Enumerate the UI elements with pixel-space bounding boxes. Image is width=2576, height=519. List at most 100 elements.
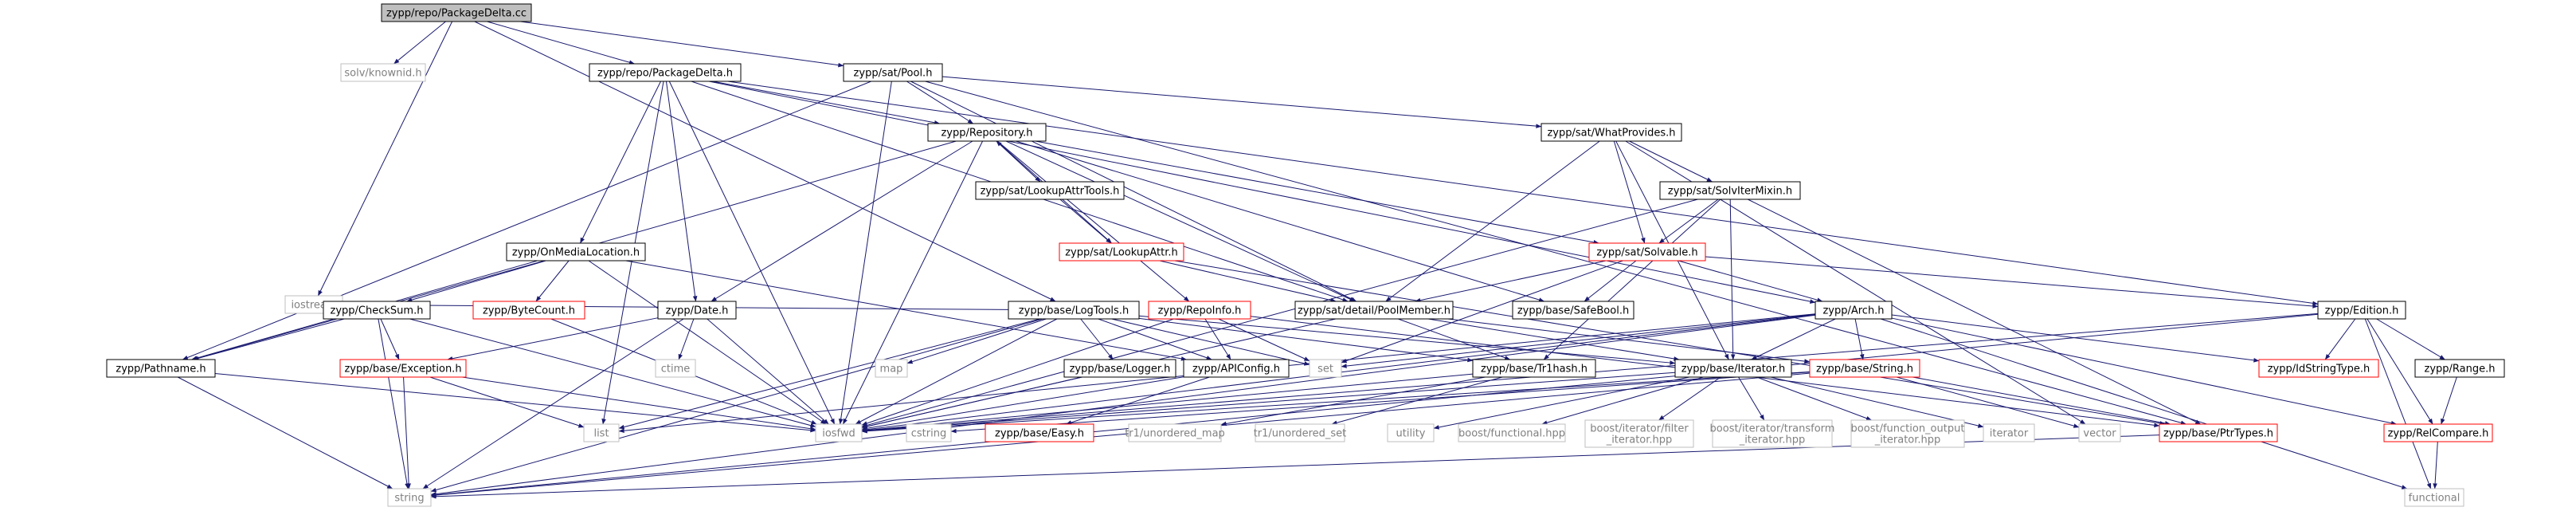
node-label: zypp/RelCompare.h <box>2388 428 2489 440</box>
node-set: set <box>1309 359 1342 378</box>
node-logtools[interactable]: zypp/base/LogTools.h <box>1008 301 1140 320</box>
node-la[interactable]: zypp/sat/LookupAttr.h <box>1059 242 1184 261</box>
node-box <box>1541 123 1682 142</box>
node-poolmember[interactable]: zypp/sat/detail/PoolMember.h <box>1294 301 1454 320</box>
node-label: string <box>394 493 424 505</box>
edge-oml-apiconfig <box>625 260 1187 361</box>
node-safebool[interactable]: zypp/base/SafeBool.h <box>1512 301 1634 320</box>
node-repository[interactable]: zypp/Repository.h <box>927 123 1047 142</box>
edge-apiconfig-easy <box>1066 376 1210 425</box>
edge-lat-la <box>1059 199 1112 244</box>
node-label: zypp/sat/Pool.h <box>854 68 933 80</box>
node-relcompare[interactable]: zypp/RelCompare.h <box>2383 423 2493 442</box>
node-list: list <box>583 423 620 442</box>
edge-solvmixin-iterator <box>1729 199 1736 360</box>
node-box <box>2404 488 2464 507</box>
node-box <box>1584 419 1694 448</box>
node-btransform: boost/iterator/transform_iterator.hpp <box>1710 419 1834 448</box>
node-label: zypp/repo/PackageDelta.h <box>597 68 733 80</box>
node-string_h[interactable]: zypp/base/String.h <box>1809 359 1920 378</box>
node-label-line: boost/function_output <box>1851 423 1965 435</box>
node-box <box>340 63 426 82</box>
node-whatprov[interactable]: zypp/sat/WhatProvides.h <box>1541 123 1682 142</box>
node-tr1hash[interactable]: zypp/base/Tr1hash.h <box>1472 359 1596 378</box>
edge-repoPD-date <box>665 81 698 302</box>
node-solvmixin[interactable]: zypp/sat/SolvIterMixin.h <box>1659 181 1801 200</box>
node-label: map <box>880 364 903 375</box>
edge-iterator-iterator_std <box>1770 376 1984 428</box>
node-box <box>106 359 216 378</box>
node-label: zypp/base/Easy.h <box>995 428 1084 440</box>
edge-repoPD-iosfwd <box>668 81 836 425</box>
edge-repository-solvable <box>1035 140 1599 245</box>
edge-string_h-ptrtypes <box>1912 376 2171 426</box>
edge-apiconfig-iosfwd <box>861 376 1184 431</box>
node-oml[interactable]: zypp/OnMediaLocation.h <box>506 242 646 261</box>
node-umap: tr1/unordered_map <box>1125 423 1225 442</box>
edge-iterator-iosfwd <box>861 372 1676 434</box>
node-repoinfo[interactable]: zypp/RepoInfo.h <box>1148 301 1251 320</box>
edge-repoPD-edition <box>727 81 2319 306</box>
node-box <box>1059 242 1184 261</box>
node-label: zypp/sat/detail/PoolMember.h <box>1298 305 1450 317</box>
edge-arch-set <box>1341 313 1816 368</box>
node-label: zypp/APIConfig.h <box>1192 364 1280 375</box>
node-box <box>589 63 742 82</box>
edge-solvmixin-ptrtypes <box>1747 199 2202 425</box>
edge-repoPD-repository <box>712 81 941 125</box>
node-root[interactable]: zypp/repo/PackageDelta.cc <box>381 3 532 22</box>
node-ctime: ctime <box>655 359 696 378</box>
node-box <box>2159 423 2278 442</box>
edge-root-pool <box>520 21 844 68</box>
node-box <box>583 423 620 442</box>
node-label: zypp/Edition.h <box>2325 305 2399 317</box>
node-box <box>472 301 585 320</box>
node-box <box>1512 301 1634 320</box>
node-label: zypp/IdStringType.h <box>2268 364 2370 375</box>
node-label: solv/knownid.h <box>344 68 421 80</box>
node-repoPD[interactable]: zypp/repo/PackageDelta.h <box>589 63 742 82</box>
node-label: zypp/base/PtrTypes.h <box>2163 428 2273 440</box>
edge-edition-idstring <box>2324 318 2356 360</box>
node-label: zypp/sat/SolvIterMixin.h <box>1668 186 1792 198</box>
edge-repository-safebool <box>1016 140 1545 302</box>
node-lat[interactable]: zypp/sat/LookupAttrTools.h <box>975 181 1125 200</box>
edge-root-logtools <box>474 21 1056 302</box>
node-bytecount[interactable]: zypp/ByteCount.h <box>472 301 585 320</box>
edge-repository-poolmember <box>1005 140 1356 302</box>
node-pathname[interactable]: zypp/Pathname.h <box>106 359 216 378</box>
edge-repoinfo-apiconfig <box>1204 318 1231 360</box>
node-string: string <box>387 488 432 507</box>
node-idstring[interactable]: zypp/IdStringType.h <box>2258 359 2379 378</box>
node-box <box>2258 359 2379 378</box>
node-checksum[interactable]: zypp/CheckSum.h <box>323 301 431 320</box>
node-box <box>1294 301 1454 320</box>
node-ptrtypes[interactable]: zypp/base/PtrTypes.h <box>2159 423 2278 442</box>
edge-iterator-btransform <box>1738 376 1765 421</box>
node-label: tr1/unordered_map <box>1125 428 1225 440</box>
node-date[interactable]: zypp/Date.h <box>657 301 737 320</box>
node-label: zypp/Arch.h <box>1822 305 1884 317</box>
node-box <box>1458 423 1566 442</box>
node-box <box>985 423 1094 442</box>
node-box <box>815 423 863 442</box>
node-cstring: cstring <box>906 423 952 442</box>
node-apiconfig[interactable]: zypp/APIConfig.h <box>1183 359 1290 378</box>
node-label: utility <box>1396 428 1426 440</box>
node-logger[interactable]: zypp/base/Logger.h <box>1063 359 1176 378</box>
edge-poolmember-tr1hash <box>1398 318 1511 360</box>
edge-date-iosfwd <box>707 318 829 425</box>
edge-arch-string_h <box>1854 318 1865 360</box>
node-range[interactable]: zypp/Range.h <box>2414 359 2505 378</box>
edge-solvable-poolmember <box>1415 260 1607 303</box>
node-arch[interactable]: zypp/Arch.h <box>1815 301 1893 320</box>
node-exception[interactable]: zypp/base/Exception.h <box>339 359 467 378</box>
edge-string_h-cstring <box>950 372 1811 434</box>
node-box <box>1588 242 1706 261</box>
node-iterator[interactable]: zypp/base/Iterator.h <box>1674 359 1792 378</box>
node-edition[interactable]: zypp/Edition.h <box>2317 301 2406 320</box>
node-solvable[interactable]: zypp/sat/Solvable.h <box>1588 242 1706 261</box>
node-easy[interactable]: zypp/base/Easy.h <box>985 423 1094 442</box>
node-pool[interactable]: zypp/sat/Pool.h <box>843 63 943 82</box>
node-box <box>1148 301 1251 320</box>
